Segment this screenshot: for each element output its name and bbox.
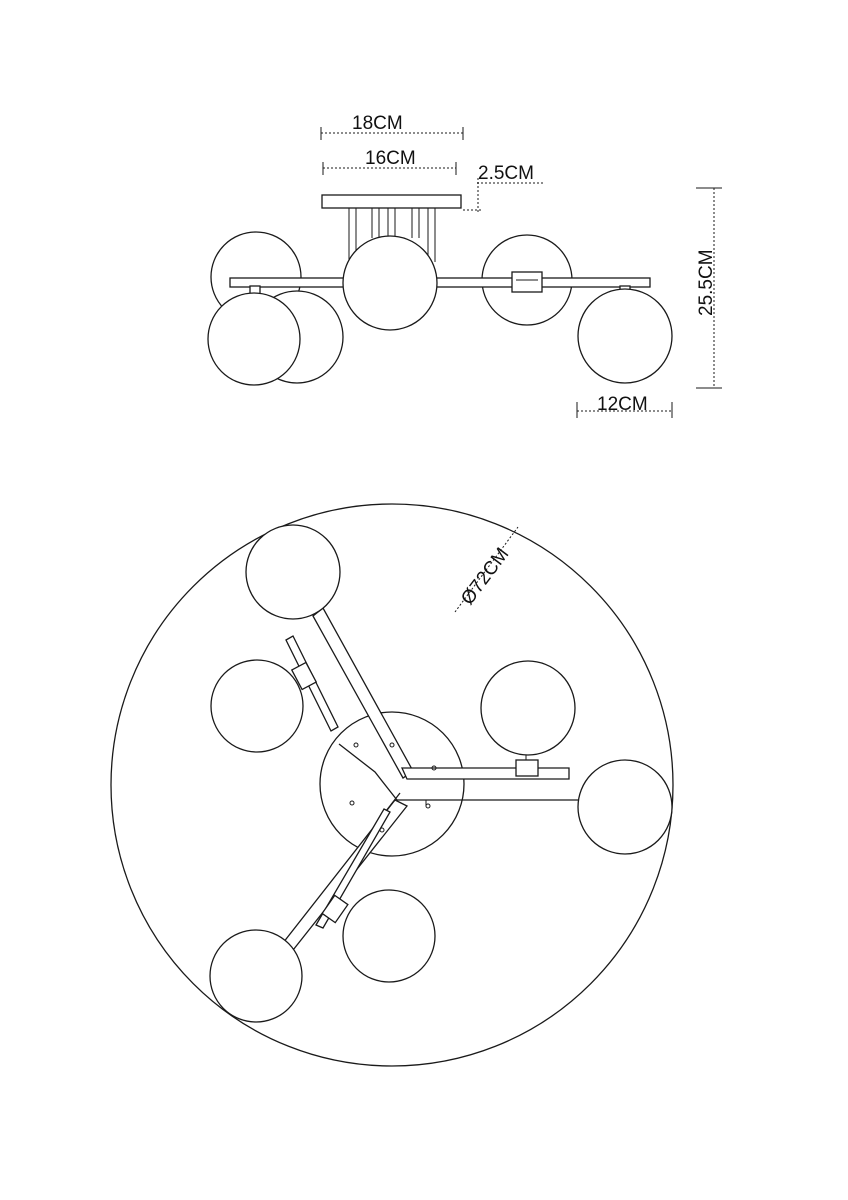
side-elevation: 18CM 16CM 2.5CM 25.5CM 12CM bbox=[207, 113, 722, 418]
side-arm-bar bbox=[229, 271, 651, 293]
dimension-72cm: Ø72CM bbox=[454, 526, 519, 613]
globe-holders-plan bbox=[290, 661, 539, 924]
globe-side-front-right bbox=[577, 288, 673, 384]
dimension-label-72cm: Ø72CM bbox=[457, 544, 513, 609]
dimension-label-25-5cm: 25.5CM bbox=[696, 249, 717, 316]
globe-plan-2 bbox=[210, 659, 304, 753]
dimension-18cm: 18CM bbox=[320, 113, 464, 140]
globe-plan-4 bbox=[577, 759, 673, 855]
dimension-25-5cm: 25.5CM bbox=[696, 187, 722, 389]
dimension-12cm: 12CM bbox=[576, 394, 673, 418]
canopy-plate bbox=[321, 194, 462, 209]
dimension-label-16cm: 16CM bbox=[365, 148, 416, 169]
globe-plan-3 bbox=[480, 660, 576, 756]
globe-plan-1 bbox=[245, 524, 341, 620]
dimension-label-18cm: 18CM bbox=[352, 113, 403, 134]
globe-side-front-left bbox=[207, 292, 301, 386]
overall-diameter-circle bbox=[110, 503, 674, 1067]
plan-arms bbox=[271, 607, 585, 965]
dimension-2-5cm: 2.5CM bbox=[463, 163, 545, 212]
globe-side-center bbox=[342, 235, 438, 331]
dimension-16cm: 16CM bbox=[322, 148, 457, 175]
plan-view: Ø72CM bbox=[110, 503, 674, 1067]
globe-plan-6 bbox=[209, 929, 303, 1023]
canopy-screws bbox=[349, 742, 437, 833]
dimension-label-12cm: 12CM bbox=[597, 394, 648, 415]
globe-plan-5 bbox=[342, 889, 436, 983]
canopy-disc-plan bbox=[319, 711, 465, 857]
dimension-label-2-5cm: 2.5CM bbox=[478, 163, 534, 184]
